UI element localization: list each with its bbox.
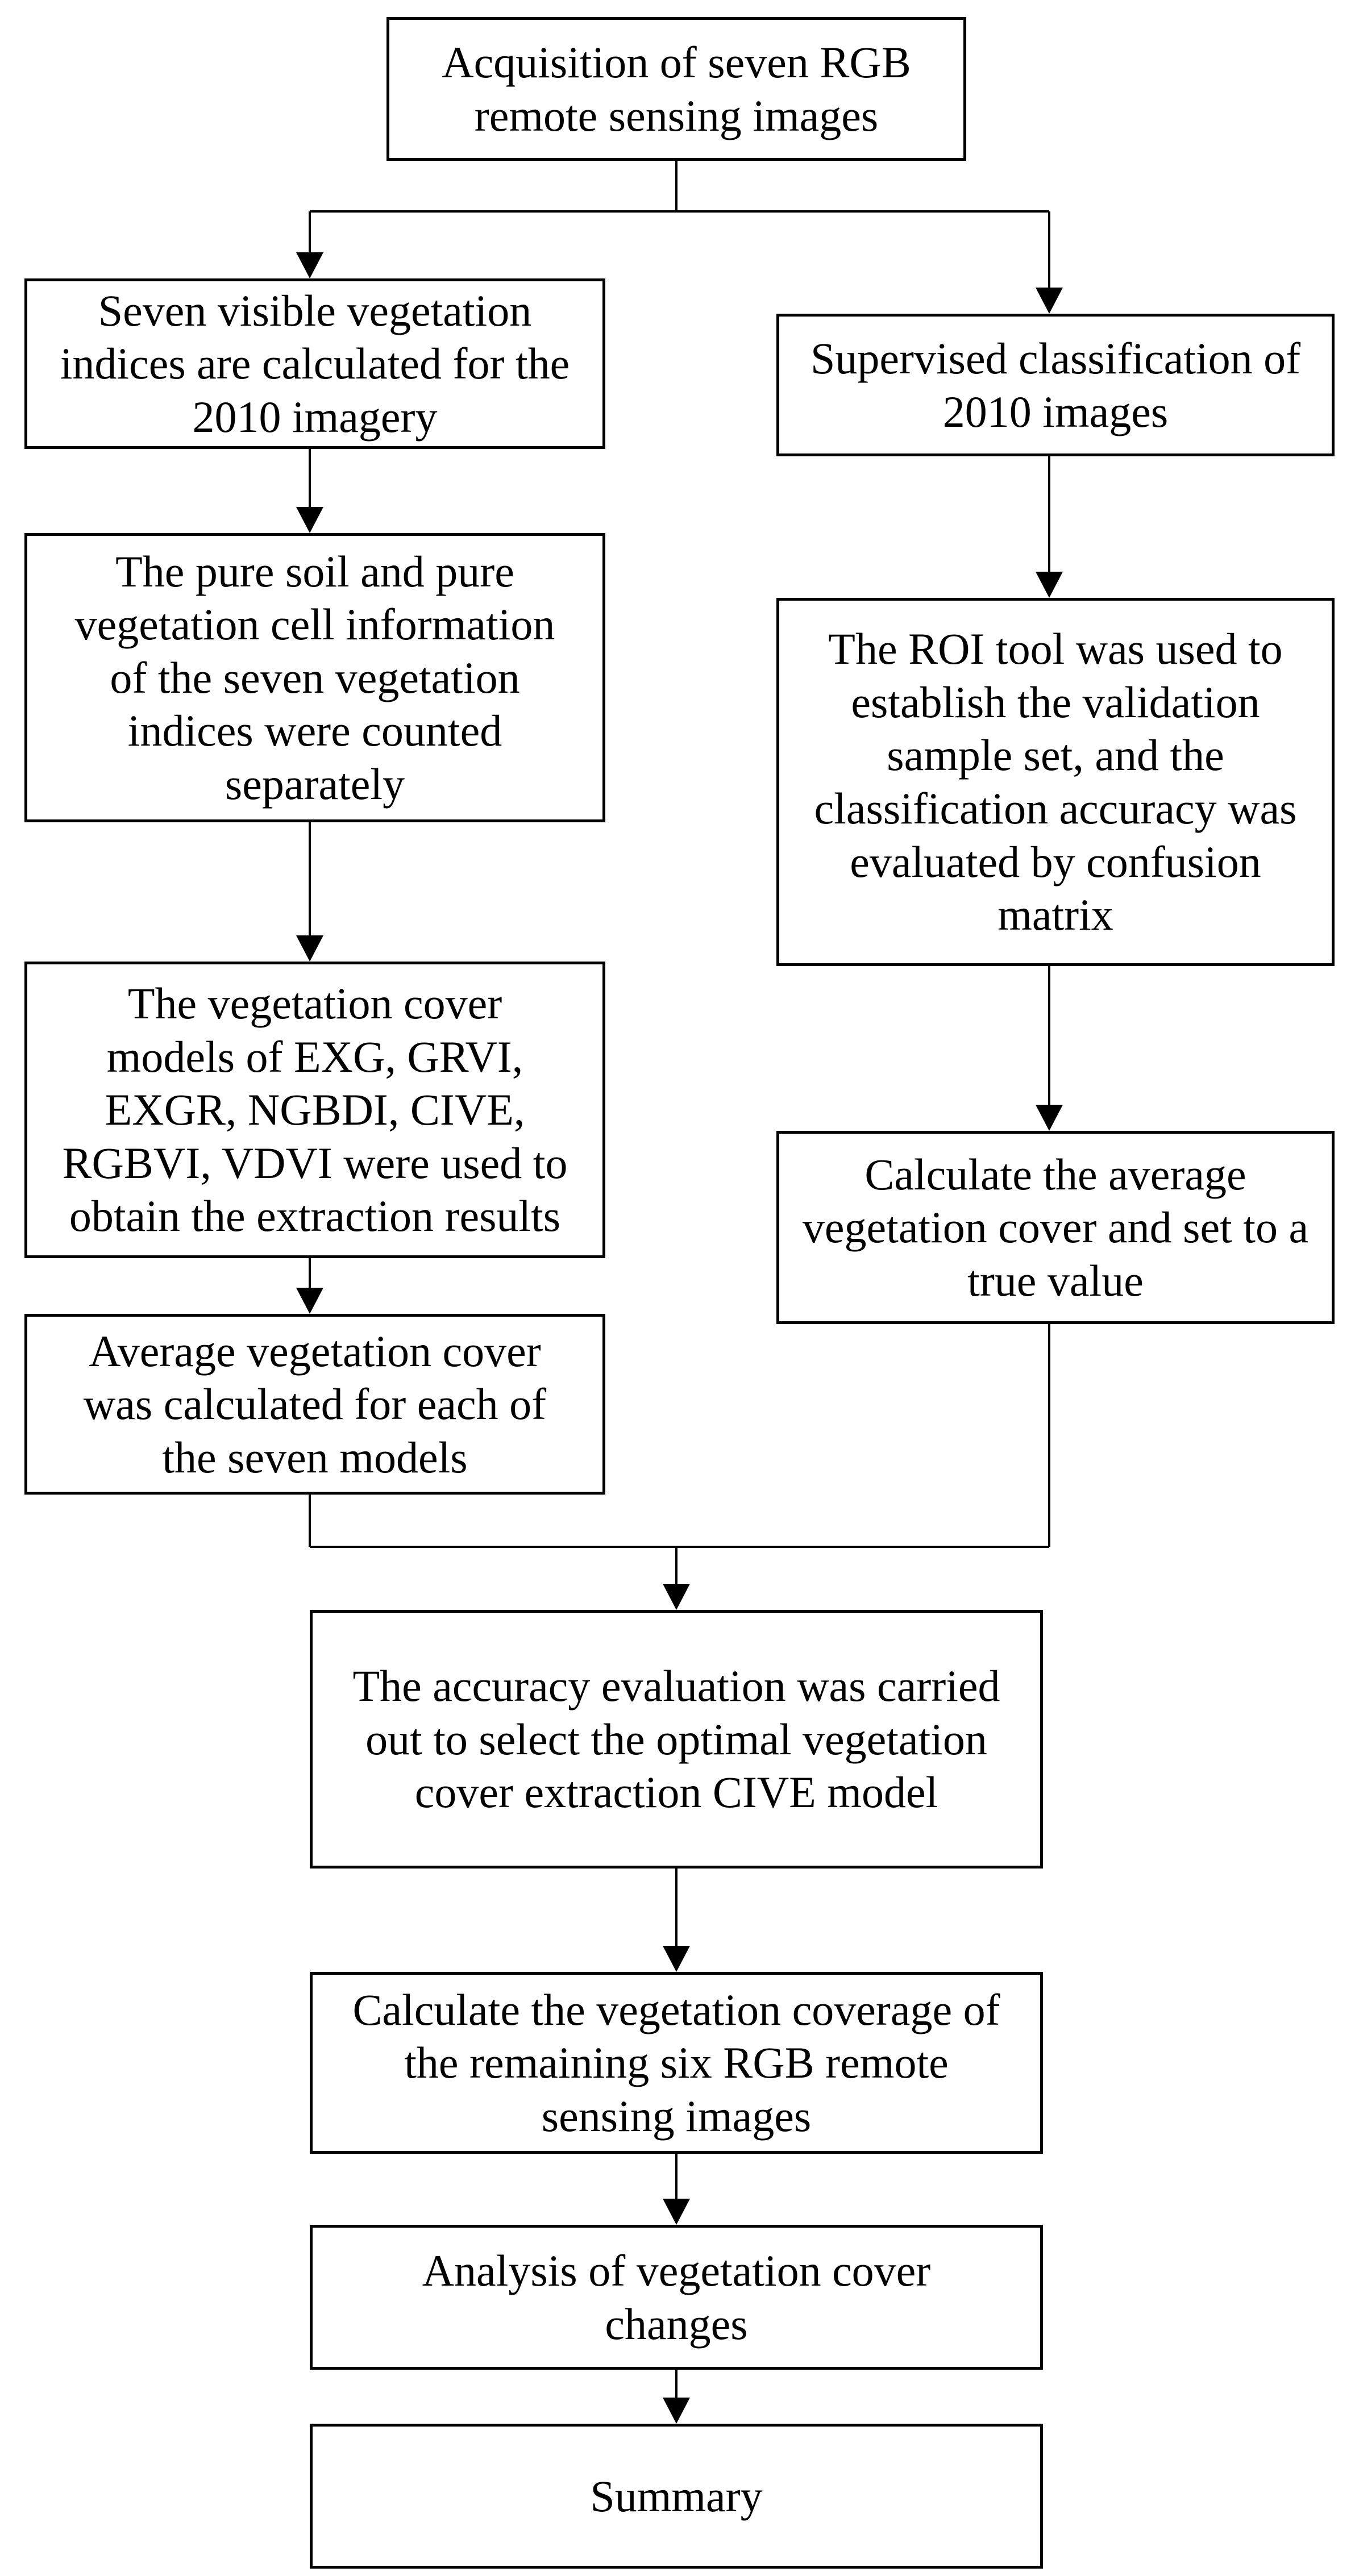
arrowhead-to-right3: [1036, 1105, 1063, 1131]
arrowhead-to-left4: [296, 1288, 323, 1314]
edge-merged2-merged3: [675, 2154, 678, 2199]
node-merged-accuracy-evaluation-label: The accuracy evaluation was carried out …: [352, 1661, 1000, 1817]
arrowhead-to-merged3: [663, 2199, 690, 2225]
arrowhead-to-right1: [1036, 288, 1063, 314]
node-merged-analysis-changes: Analysis of vegetation cover changes: [310, 2225, 1043, 2370]
node-merged-summary: Summary: [310, 2424, 1043, 2569]
arrowhead-to-left3: [296, 935, 323, 962]
edge-left2-left3: [309, 822, 311, 935]
edge-right3-down: [1048, 1324, 1050, 1547]
node-acquisition-label: Acquisition of seven RGB remote sensing …: [442, 37, 911, 140]
edge-split-line: [310, 210, 1049, 213]
node-acquisition: Acquisition of seven RGB remote sensing …: [386, 17, 966, 161]
node-right-average-true-value: Calculate the average vegetation cover a…: [776, 1131, 1335, 1324]
edge-merge-to-merged1: [675, 1547, 678, 1584]
node-merged-summary-label: Summary: [590, 2471, 763, 2521]
arrowhead-to-merged1: [663, 1584, 690, 1610]
node-right-average-true-value-label: Calculate the average vegetation cover a…: [802, 1149, 1309, 1305]
edge-merged1-merged2: [675, 1868, 678, 1946]
edge-merged3-merged4: [675, 2370, 678, 2398]
node-left-average-cover: Average vegetation cover was calculated …: [24, 1314, 605, 1495]
arrowhead-to-left2: [296, 507, 323, 533]
edge-acquisition-stem: [675, 161, 678, 211]
node-left-pure-soil-vegetation-label: The pure soil and pure vegetation cell i…: [74, 546, 555, 809]
edge-merge-line: [310, 1546, 1049, 1548]
node-right-supervised-classification: Supervised classification of 2010 images: [776, 314, 1335, 456]
node-merged-accuracy-evaluation: The accuracy evaluation was carried out …: [310, 1610, 1043, 1868]
node-merged-remaining-six-label: Calculate the vegetation coverage of the…: [352, 1984, 1000, 2141]
edge-split-to-right1: [1048, 211, 1050, 288]
arrowhead-to-left1: [296, 252, 323, 278]
edge-right1-right2: [1048, 456, 1050, 572]
node-right-roi-validation: The ROI tool was used to establish the v…: [776, 598, 1335, 966]
edge-split-to-left1: [309, 211, 311, 252]
edge-left4-down: [309, 1495, 311, 1547]
node-right-supervised-classification-label: Supervised classification of 2010 images: [810, 333, 1301, 436]
arrowhead-to-right2: [1036, 572, 1063, 598]
edge-right2-right3: [1048, 966, 1050, 1105]
node-left-cover-models-label: The vegetation cover models of EXG, GRVI…: [62, 979, 568, 1241]
node-left-average-cover-label: Average vegetation cover was calculated …: [83, 1326, 547, 1482]
node-left-pure-soil-vegetation: The pure soil and pure vegetation cell i…: [24, 533, 605, 822]
node-left-cover-models: The vegetation cover models of EXG, GRVI…: [24, 962, 605, 1258]
node-right-roi-validation-label: The ROI tool was used to establish the v…: [814, 624, 1297, 940]
arrowhead-to-merged4: [663, 2398, 690, 2424]
edge-left3-left4: [309, 1258, 311, 1288]
arrowhead-to-merged2: [663, 1946, 690, 1972]
node-merged-remaining-six: Calculate the vegetation coverage of the…: [310, 1972, 1043, 2154]
node-merged-analysis-changes-label: Analysis of vegetation cover changes: [422, 2245, 931, 2349]
edge-left1-left2: [309, 449, 311, 507]
node-left-indices-calculated-label: Seven visible vegetation indices are cal…: [60, 285, 570, 442]
node-left-indices-calculated: Seven visible vegetation indices are cal…: [24, 278, 605, 449]
